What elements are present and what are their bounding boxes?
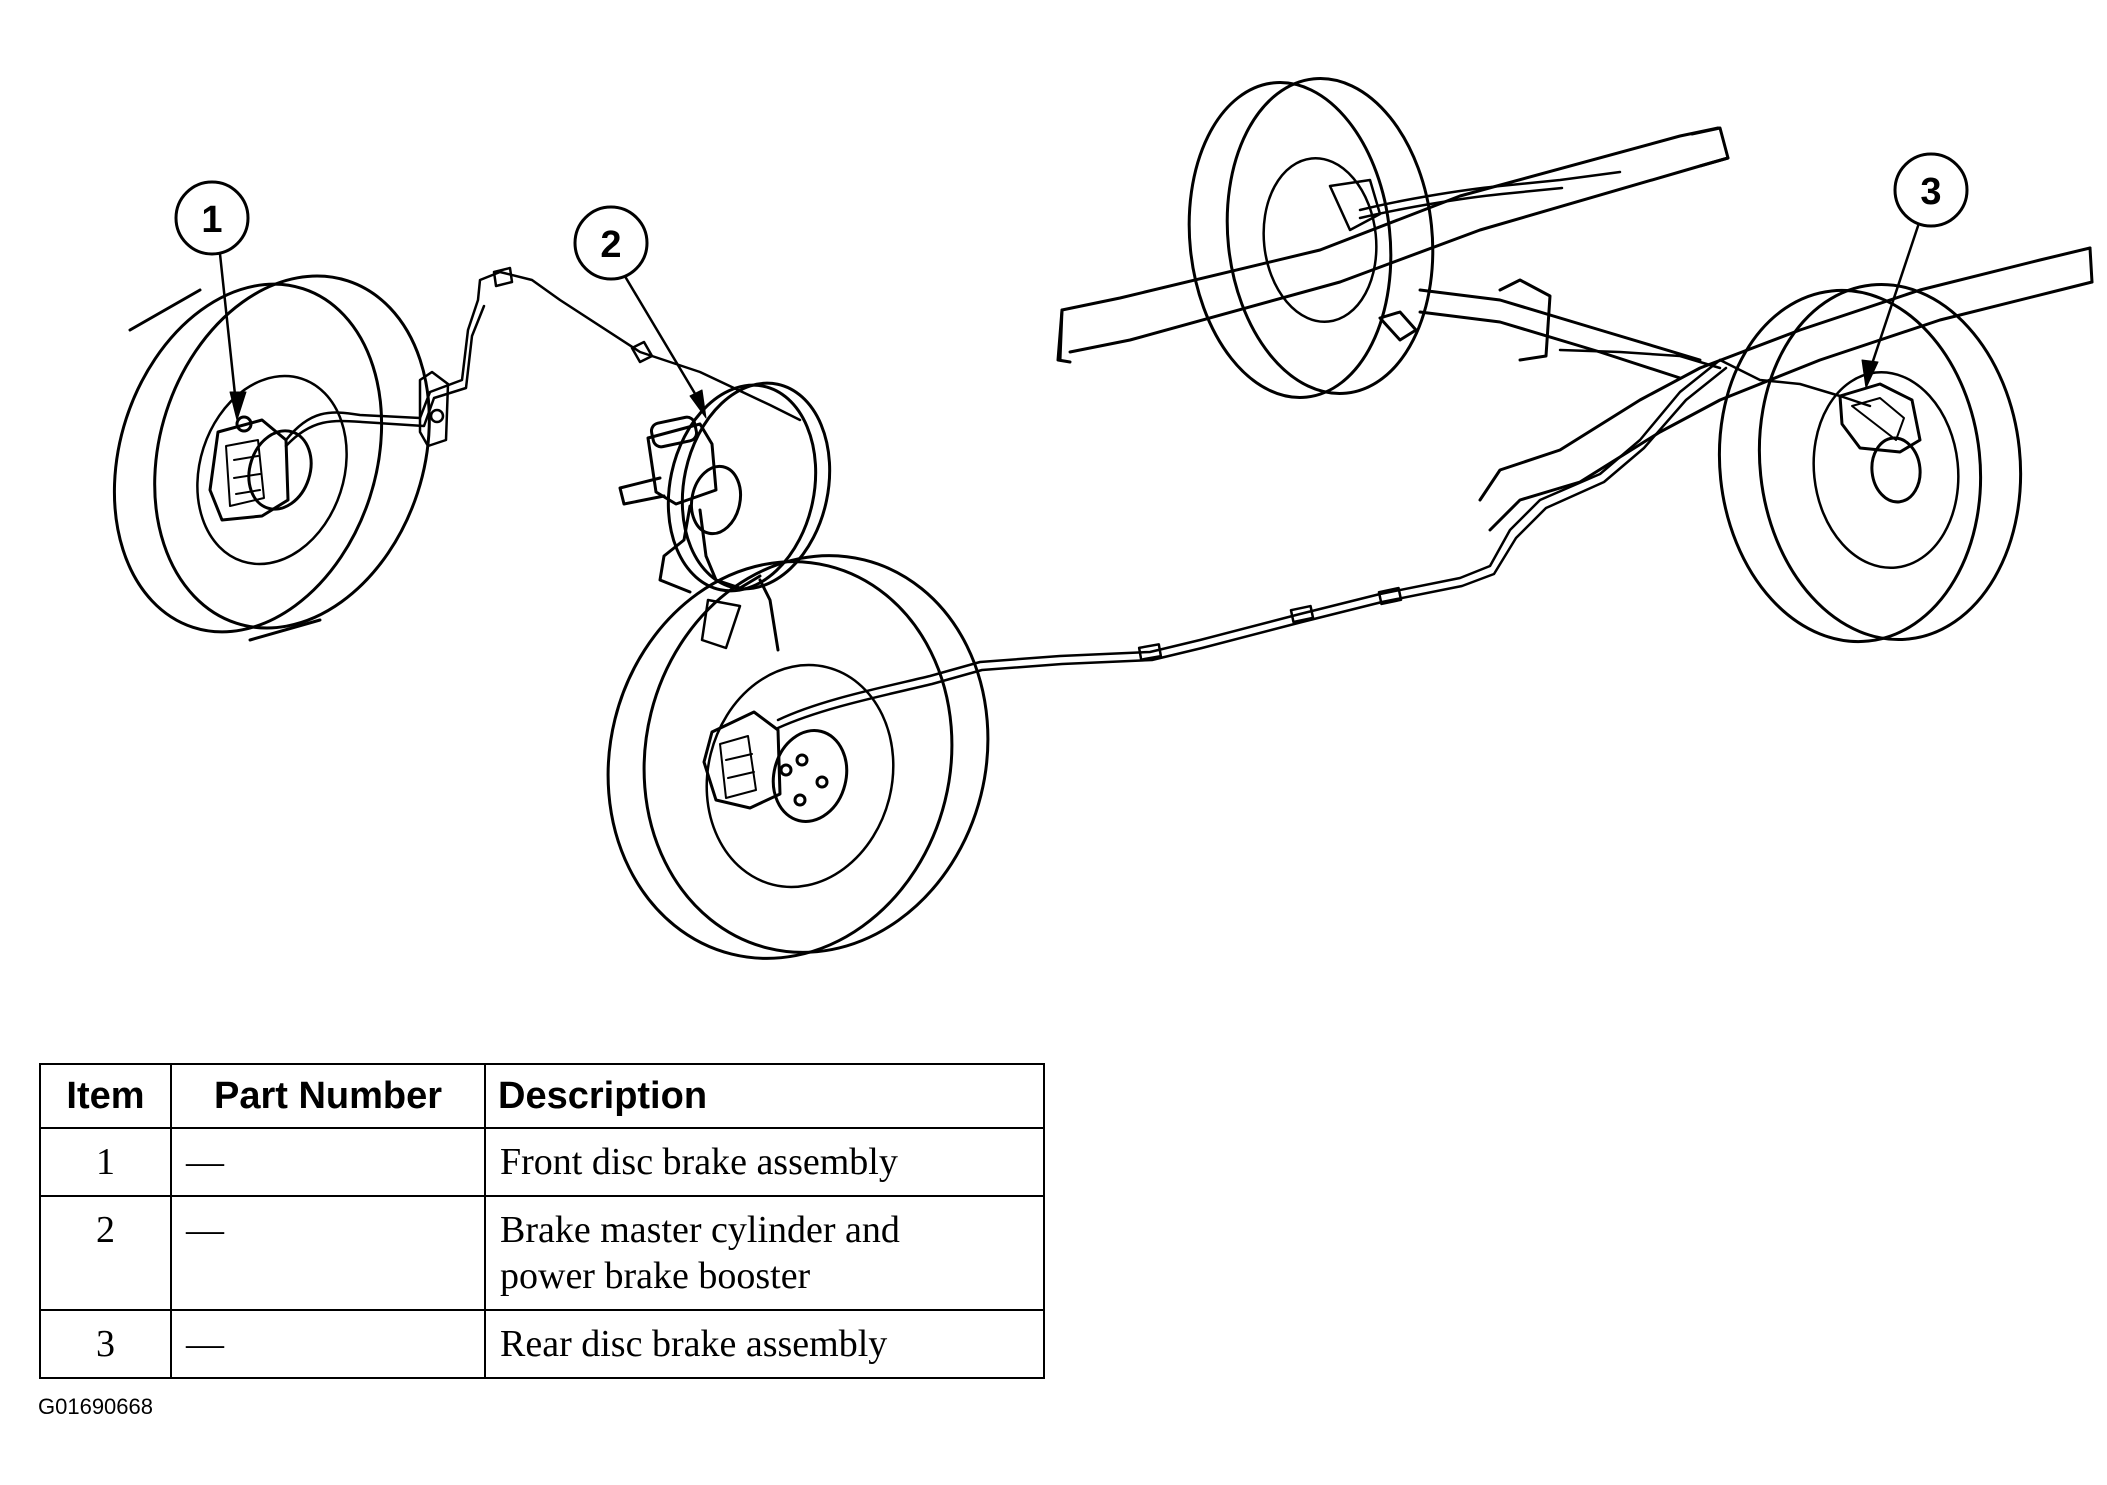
- rear-right-wheel: [1717, 282, 2023, 644]
- description-line-2: power brake booster: [500, 1255, 811, 1297]
- cell-part-number: —: [170, 1127, 486, 1197]
- cell-part-number: —: [170, 1195, 486, 1311]
- callout-3-label: 3: [1920, 171, 1941, 213]
- parts-table: Item Part Number Description 1 — Front d…: [39, 1063, 1045, 1379]
- front-disc-brake-caliper-left: [208, 415, 290, 522]
- rear-left-wheel: [1187, 77, 1435, 399]
- rear-disc-brake-caliper: [1838, 382, 1922, 454]
- cell-item: 1: [39, 1127, 172, 1197]
- callout-2-label: 2: [600, 224, 621, 266]
- cell-description: Rear disc brake assembly: [484, 1309, 1045, 1379]
- table-row: 2 — Brake master cylinder and power brak…: [39, 1195, 1045, 1311]
- header-part-number: Part Number: [170, 1063, 486, 1129]
- figure-code: G01690668: [38, 1394, 153, 1419]
- cell-part-number: —: [170, 1309, 486, 1379]
- vehicle-frame: [1056, 126, 2094, 532]
- callout-2: 2: [573, 205, 707, 419]
- rear-brake-line-branch: [1358, 170, 1872, 408]
- main-rear-brake-line: [776, 358, 1728, 730]
- brake-system-illustration: 1 2 3: [112, 77, 2094, 960]
- table-row: 3 — Rear disc brake assembly: [39, 1309, 1045, 1379]
- left-front-wheel: [112, 274, 431, 642]
- cell-description: Front disc brake assembly: [484, 1127, 1045, 1197]
- callout-1-label: 1: [201, 199, 222, 241]
- callout-1: 1: [174, 180, 250, 421]
- callout-3: 3: [1861, 152, 1969, 389]
- right-front-wheel: [606, 554, 990, 960]
- header-description: Description: [484, 1063, 1045, 1129]
- table-row: 1 — Front disc brake assembly: [39, 1127, 1045, 1197]
- cell-item: 2: [39, 1195, 172, 1311]
- front-left-brake-line: [284, 266, 802, 448]
- front-disc-brake-caliper-right: [702, 710, 782, 810]
- cell-description: Brake master cylinder and power brake bo…: [484, 1195, 1045, 1311]
- header-item: Item: [39, 1063, 172, 1129]
- cell-item: 3: [39, 1309, 172, 1379]
- brake-master-cylinder-and-booster: [618, 381, 832, 652]
- description-line-1: Brake master cylinder and: [500, 1209, 900, 1251]
- table-header-row: Item Part Number Description: [39, 1063, 1045, 1129]
